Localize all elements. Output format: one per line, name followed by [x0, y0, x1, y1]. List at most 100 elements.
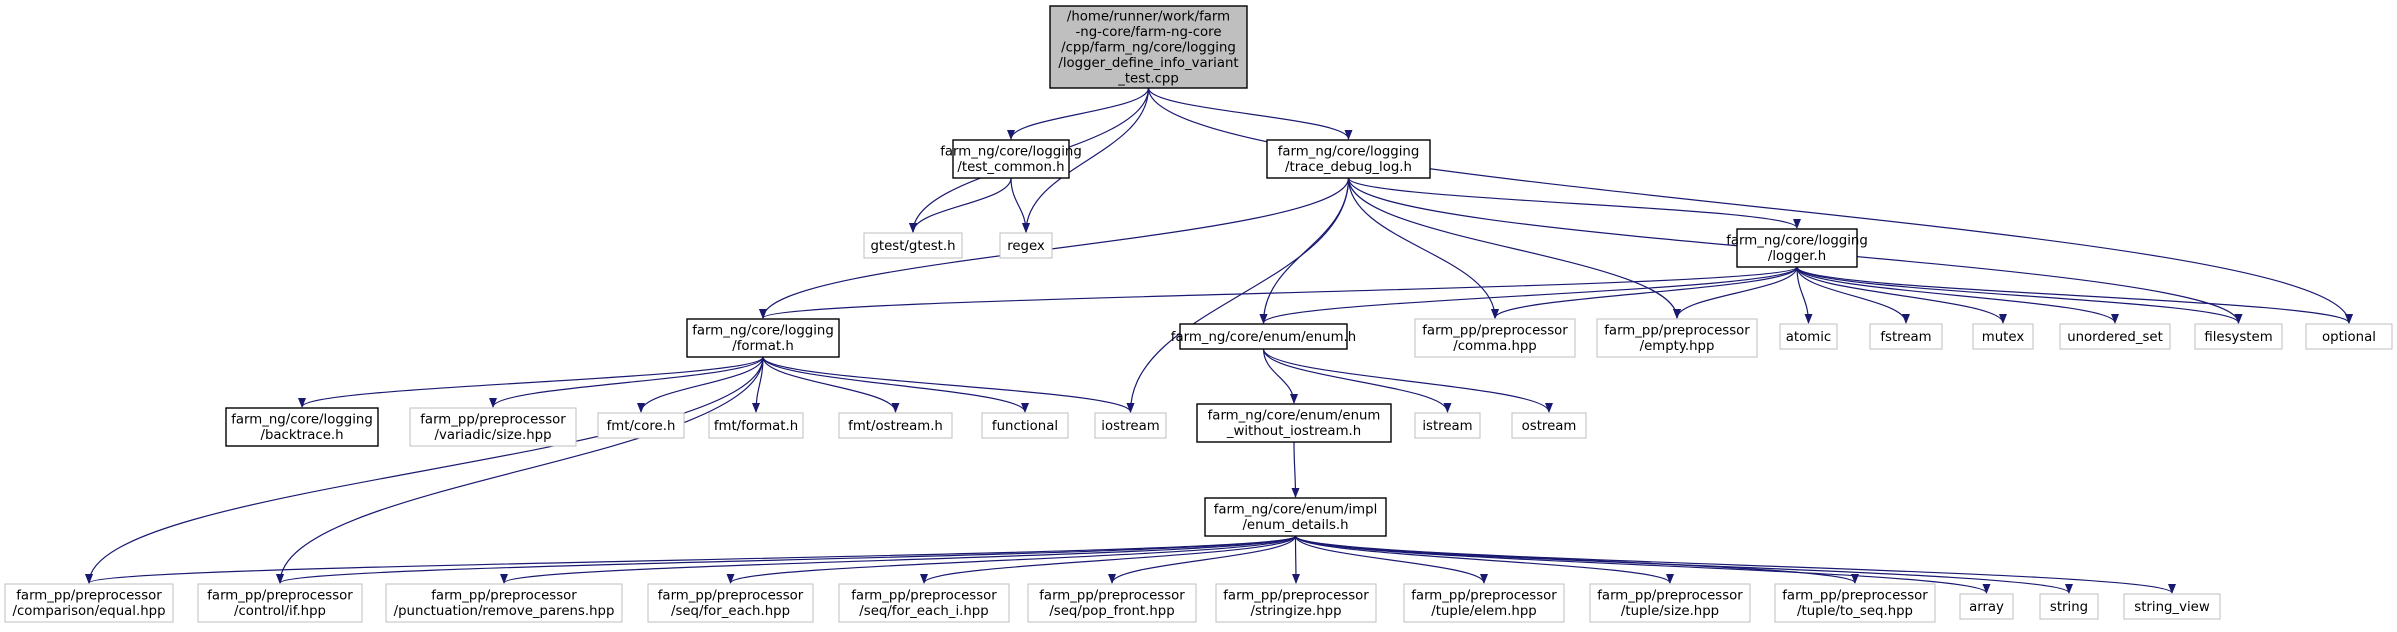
- node-label: mutex: [1982, 330, 2025, 345]
- node-variadic_size: farm_pp/preprocessor/variadic/size.hpp: [409, 407, 577, 447]
- node-box: [1869, 323, 1943, 350]
- node-filesystem: filesystem: [2194, 323, 2283, 350]
- node-tuple_elem: farm_pp/preprocessor/tuple/elem.hpp: [1403, 583, 1565, 623]
- edge-format-to-fmt_ostream: [762, 356, 900, 413]
- node-label: fstream: [1880, 330, 1931, 345]
- node-label: fmt/format.h: [714, 419, 798, 434]
- node-box: [2039, 593, 2099, 620]
- node-label: /tuple/to_seq.hpp: [1797, 604, 1913, 619]
- node-label: /variadic/size.hpp: [434, 428, 551, 443]
- node-box: [385, 583, 623, 623]
- node-label: regex: [1007, 239, 1045, 254]
- edge-trace_debug_log-to-iostream: [1126, 177, 1350, 413]
- node-trace_debug_log[interactable]: farm_ng/core/logging/trace_debug_log.h: [1266, 139, 1431, 179]
- node-label: -ng-core/farm-ng-core: [1075, 25, 1221, 40]
- node-tuple_to_seq: farm_pp/preprocessor/tuple/to_seq.hpp: [1774, 583, 1936, 623]
- edge-enum_details-to-pop_front: [1108, 535, 1297, 584]
- node-label: iostream: [1101, 419, 1159, 434]
- edge-trace_debug_log-to-enum: [1259, 177, 1350, 324]
- node-label: istream: [1422, 419, 1472, 434]
- node-enum_wo_iostream[interactable]: farm_ng/core/enum/enum_without_iostream.…: [1196, 403, 1392, 443]
- node-box: [838, 412, 953, 439]
- node-box: [597, 412, 685, 439]
- node-box: [225, 407, 379, 447]
- edge-logger-to-filesystem: [1796, 266, 2243, 324]
- node-label: farm_pp/preprocessor: [207, 589, 353, 604]
- node-for_each: farm_pp/preprocessor/seq/for_each.hpp: [647, 583, 814, 623]
- nodes-layer: /home/runner/work/farm-ng-core/farm-ng-c…: [4, 5, 2393, 623]
- node-fmt_core: fmt/core.h: [597, 412, 685, 439]
- node-label: /test_common.h: [957, 160, 1064, 175]
- node-label: /seq/pop_front.hpp: [1049, 604, 1174, 619]
- edge-enum_details-to-tuple_elem: [1294, 535, 1488, 584]
- node-label: /seq/for_each_i.hpp: [859, 604, 988, 619]
- edge-format-to-backtrace: [298, 356, 764, 408]
- node-box: [1403, 583, 1565, 623]
- edge-logger-to-mutex: [1796, 266, 2007, 324]
- node-label: array: [1969, 600, 2004, 615]
- node-box: [1589, 583, 1751, 623]
- node-label: filesystem: [2204, 330, 2272, 345]
- node-label: /backtrace.h: [260, 428, 343, 443]
- node-enum[interactable]: farm_ng/core/enum/enum.h: [1171, 323, 1356, 350]
- node-label: farm_pp/preprocessor: [1782, 589, 1928, 604]
- node-test_common[interactable]: farm_ng/core/logging/test_common.h: [940, 139, 1082, 179]
- node-tuple_size: farm_pp/preprocessor/tuple/size.hpp: [1589, 583, 1751, 623]
- node-label: farm_pp/preprocessor: [1039, 589, 1185, 604]
- node-for_each_i: farm_pp/preprocessor/seq/for_each_i.hpp: [838, 583, 1010, 623]
- node-label: farm_pp/preprocessor: [420, 413, 566, 428]
- node-comma: farm_pp/preprocessor/comma.hpp: [1414, 318, 1576, 358]
- edge-enum_details-to-cmp_equal: [85, 535, 1297, 584]
- node-label: fmt/ostream.h: [848, 419, 943, 434]
- node-format[interactable]: farm_ng/core/logging/format.h: [686, 318, 840, 358]
- node-box: [2123, 593, 2221, 620]
- node-box: [838, 583, 1010, 623]
- node-label: /punctuation/remove_parens.hpp: [394, 604, 615, 619]
- node-box: [1414, 318, 1576, 358]
- node-label: farm_pp/preprocessor: [1604, 324, 1750, 339]
- node-label: functional: [992, 419, 1058, 434]
- node-backtrace[interactable]: farm_ng/core/logging/backtrace.h: [225, 407, 379, 447]
- edge-format-to-variadic_size: [489, 356, 764, 408]
- node-box: [2059, 323, 2171, 350]
- edge-test_common-to-gtest: [909, 177, 1012, 233]
- node-label: /trace_debug_log.h: [1285, 160, 1412, 175]
- node-empty: farm_pp/preprocessor/empty.hpp: [1596, 318, 1758, 358]
- node-gtest: gtest/gtest.h: [863, 232, 963, 259]
- node-fmt_format: fmt/format.h: [708, 412, 804, 439]
- node-label: farm_ng/core/logging: [1278, 145, 1420, 160]
- edge-enum_details-to-tuple_to_seq: [1294, 535, 1859, 584]
- edge-enum_details-to-string_view: [1294, 535, 2176, 594]
- node-box: [1049, 5, 1248, 89]
- node-box: [1094, 412, 1167, 439]
- node-optional: optional: [2305, 323, 2393, 350]
- edge-trace_debug_log-to-format: [759, 177, 1350, 319]
- node-label: farm_pp/preprocessor: [1411, 589, 1557, 604]
- node-box: [1972, 323, 2034, 350]
- edge-enum_details-to-for_each_i: [920, 535, 1297, 584]
- node-box: [1596, 318, 1758, 358]
- edge-root-to-regex: [1022, 87, 1150, 233]
- node-label: optional: [2322, 330, 2376, 345]
- edge-enum_details-to-array: [1294, 535, 1991, 594]
- node-label: farm_ng/core/enum/enum.h: [1171, 330, 1356, 345]
- node-string: string: [2039, 593, 2099, 620]
- node-enum_details[interactable]: farm_ng/core/enum/impl/enum_details.h: [1204, 497, 1387, 537]
- edge-logger-to-format: [759, 266, 1798, 319]
- node-istream: istream: [1414, 412, 1481, 439]
- node-label: /control/if.hpp: [234, 604, 326, 619]
- node-pop_front: farm_pp/preprocessor/seq/pop_front.hpp: [1027, 583, 1197, 623]
- node-label: unordered_set: [2067, 330, 2163, 345]
- node-box: [1959, 593, 2014, 620]
- node-label: /logger_define_info_variant: [1058, 56, 1238, 71]
- node-logger[interactable]: farm_ng/core/logging/logger.h: [1726, 228, 1868, 268]
- node-box: [197, 583, 363, 623]
- node-root[interactable]: /home/runner/work/farm-ng-core/farm-ng-c…: [1049, 5, 1248, 89]
- node-box: [1266, 139, 1431, 179]
- edge-enum_details-to-string: [1294, 535, 2073, 594]
- node-label: string_view: [2134, 600, 2210, 615]
- node-box: [686, 318, 840, 358]
- edge-enum_details-to-control_if: [276, 535, 1297, 584]
- node-box: [1027, 583, 1197, 623]
- node-box: [2305, 323, 2393, 350]
